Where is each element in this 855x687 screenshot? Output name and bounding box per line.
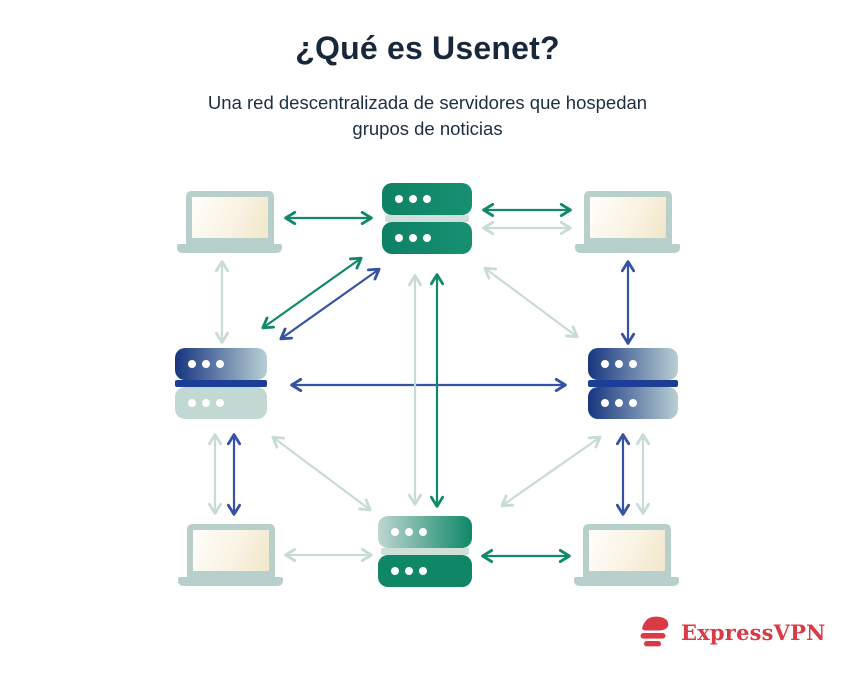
server-led [395, 234, 403, 242]
laptop-top-right [575, 191, 680, 253]
laptop-top-left [177, 191, 282, 253]
server-led [409, 195, 417, 203]
server-unit [378, 555, 472, 587]
server-led [202, 399, 210, 407]
server-led [423, 234, 431, 242]
laptop-screen [582, 524, 671, 577]
brand-logo: ExpressVPN [636, 616, 826, 649]
server-led [615, 360, 623, 368]
server-unit [175, 348, 267, 380]
arrow-serverleft-servertop-green [261, 256, 363, 330]
server-divider [381, 548, 469, 555]
server-unit [588, 387, 678, 419]
server-led [629, 360, 637, 368]
server-divider [175, 380, 267, 387]
server-bottom [378, 516, 472, 587]
brand-name: ExpressVPN [681, 620, 826, 645]
laptop-base [178, 577, 283, 586]
server-top [382, 183, 472, 254]
laptop-screen [583, 191, 672, 244]
laptop-base [575, 244, 680, 253]
server-led [615, 399, 623, 407]
server-led [202, 360, 210, 368]
arrow-serverleft-serverbottom-pale [271, 435, 372, 512]
server-unit [378, 516, 472, 548]
laptop-screen [186, 524, 275, 577]
laptop-base [574, 577, 679, 586]
server-unit [382, 183, 472, 215]
arrow-serverleft-servertop-blue [279, 267, 381, 341]
arrow-servertop-serverright-pale [483, 266, 579, 339]
server-led [391, 567, 399, 575]
server-led [423, 195, 431, 203]
server-led [601, 399, 609, 407]
server-led [216, 399, 224, 407]
server-led [405, 567, 413, 575]
server-led [395, 195, 403, 203]
server-led [405, 528, 413, 536]
laptop-base [177, 244, 282, 253]
server-led [391, 528, 399, 536]
server-unit [382, 222, 472, 254]
laptop-screen [185, 191, 274, 244]
page-subtitle: Una red descentralizada de servidores qu… [207, 92, 648, 140]
server-right [588, 348, 678, 419]
arrow-serverbottom-serverright-pale [500, 435, 602, 508]
server-led [601, 360, 609, 368]
laptop-bottom-left [178, 524, 283, 586]
server-unit [175, 387, 267, 419]
expressvpn-icon [640, 616, 669, 647]
server-divider [385, 215, 469, 222]
server-led [188, 360, 196, 368]
server-led [419, 567, 427, 575]
server-led [419, 528, 427, 536]
server-divider [588, 380, 678, 387]
server-led [629, 399, 637, 407]
server-left [175, 348, 267, 419]
server-led [188, 399, 196, 407]
laptop-bottom-right [574, 524, 679, 586]
server-led [216, 360, 224, 368]
page-title: ¿Qué es Usenet? [295, 30, 560, 66]
server-led [409, 234, 417, 242]
server-unit [588, 348, 678, 380]
